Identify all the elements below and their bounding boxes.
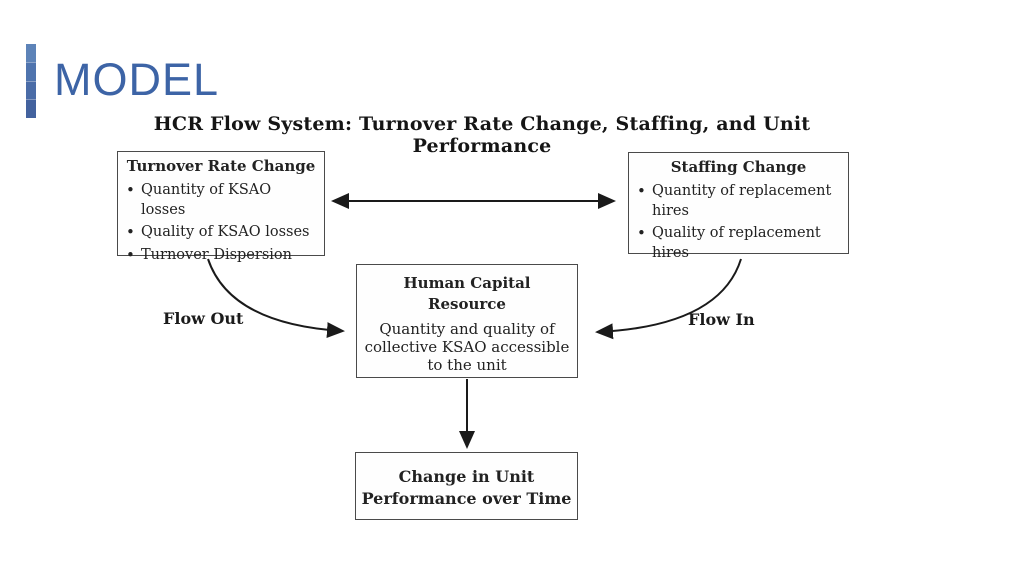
bullet-text: Quantity of replacement hires — [652, 183, 832, 219]
turnover-box-heading: Turnover Rate Change — [126, 157, 316, 175]
slide-title: MODEL — [54, 54, 220, 105]
bullet-item: Quality of replacement hires — [637, 223, 844, 263]
turnover-rate-change-box: Turnover Rate Change Quantity of KSAO lo… — [117, 151, 325, 263]
diagram-title: HCR Flow System: Turnover Rate Change, S… — [153, 113, 811, 157]
bullet-item: Quality of KSAO losses — [126, 222, 320, 243]
human-capital-resource-box: Human Capital Resource Quantity and qual… — [356, 264, 578, 378]
bullet-item: Quantity of replacement hires — [637, 181, 844, 221]
bullet-item: Quantity of KSAO losses — [126, 180, 320, 220]
bullet-dot — [637, 223, 652, 263]
bullet-dot — [126, 245, 141, 266]
unit-performance-change-box: Change in Unit Performance over Time — [355, 452, 578, 520]
bullet-text: Quality of replacement hires — [652, 225, 821, 261]
staffing-change-box: Staffing Change Quantity of replacement … — [628, 152, 849, 261]
bullet-item: Turnover Dispersion — [126, 245, 320, 266]
bullet-text: Quality of KSAO losses — [141, 224, 310, 240]
flow-out-label: Flow Out — [163, 309, 244, 328]
bullet-dot — [637, 181, 652, 221]
staffing-box-bullets: Quantity of replacement hires Quality of… — [629, 178, 848, 263]
accent-bar — [26, 44, 36, 118]
accent-bar-segment — [26, 61, 36, 81]
flow-in-label: Flow In — [688, 310, 755, 329]
staffing-box-heading: Staffing Change — [670, 158, 807, 176]
bullet-text: Quantity of KSAO losses — [141, 182, 272, 218]
accent-bar-segment — [26, 99, 36, 118]
turnover-box-bullets: Quantity of KSAO losses Quality of KSAO … — [118, 177, 324, 266]
accent-bar-segment — [26, 44, 36, 62]
bullet-text: Turnover Dispersion — [141, 247, 292, 263]
bullet-dot — [126, 222, 141, 243]
hcr-box-body: Quantity and quality of collective KSAO … — [364, 320, 570, 374]
hcr-box-heading: Human Capital Resource — [403, 274, 531, 313]
bullet-dot — [126, 180, 141, 220]
change-box-heading: Change in Unit Performance over Time — [361, 467, 572, 508]
accent-bar-segment — [26, 80, 36, 100]
